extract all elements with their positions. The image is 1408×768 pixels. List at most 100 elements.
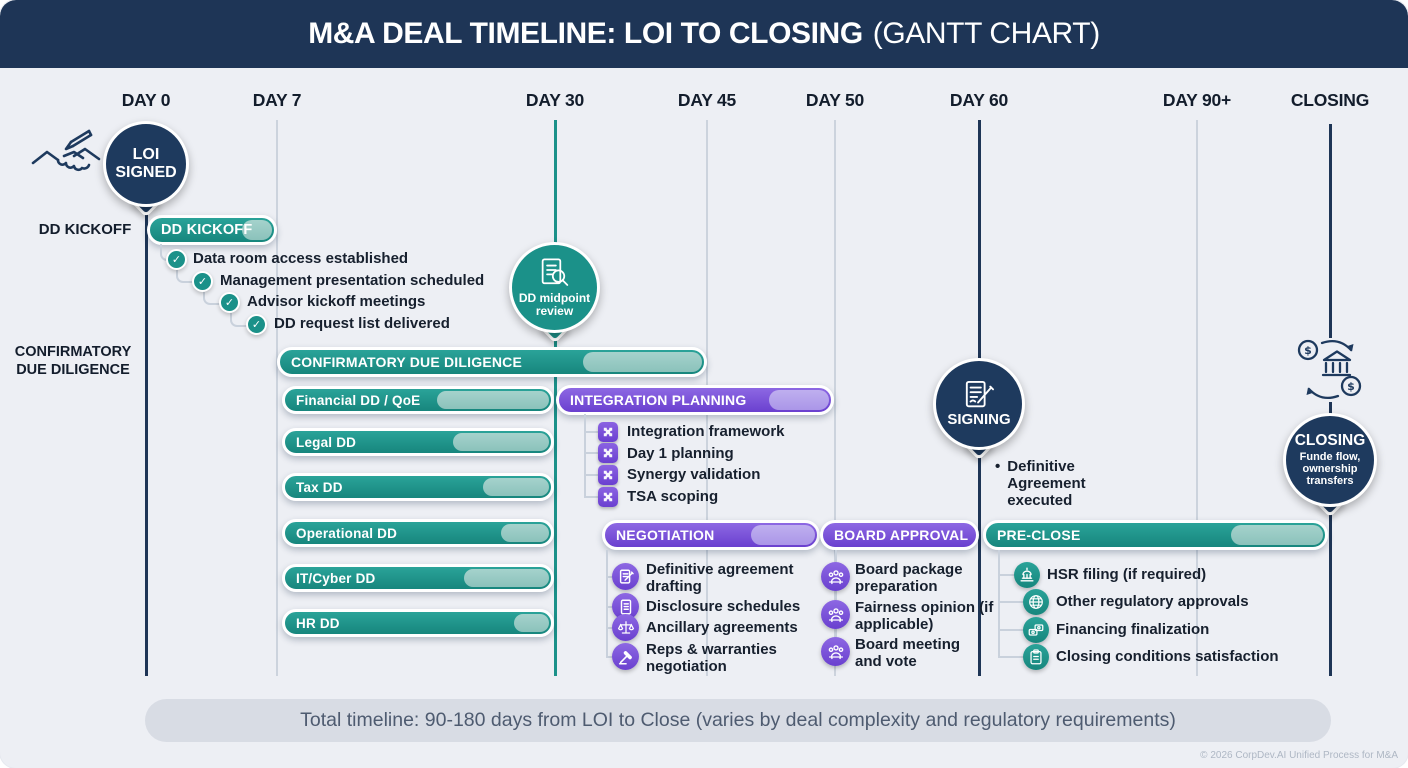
list-item: Ancillary agreements — [646, 619, 798, 636]
bar-tax-dd: Tax DD — [282, 473, 554, 501]
funds-flow-bank-icon: $ $ — [1295, 338, 1365, 402]
page-title: M&A DEAL TIMELINE: LOI TO CLOSING(GANTT … — [308, 17, 1100, 50]
check-icon: ✓ — [246, 314, 267, 335]
pin-body: SIGNING — [933, 358, 1025, 450]
financing-icon — [1023, 617, 1049, 643]
pin-body: LOI SIGNED — [103, 121, 189, 207]
list-item: HSR filing (if required) — [1047, 566, 1207, 583]
document-pen-icon — [965, 380, 994, 407]
boardroom-icon — [821, 562, 850, 591]
connector — [998, 574, 1014, 576]
checklist-item: Data room access established — [193, 250, 409, 267]
checklist-item: Advisor kickoff meetings — [247, 293, 426, 310]
gridline-day30 — [554, 120, 557, 676]
milestone-closing: CLOSING Funde flow, ownership transfers — [1283, 413, 1377, 518]
connector — [230, 313, 248, 327]
list-item: Closing conditions satisfaction — [1056, 648, 1279, 665]
day-label-0: DAY 0 — [121, 90, 171, 110]
day-label-50: DAY 50 — [805, 90, 865, 110]
bar-progress — [453, 433, 549, 451]
list-item: Board package preparation — [855, 561, 963, 595]
bar-progress — [751, 525, 815, 545]
connector — [160, 244, 169, 261]
connector — [584, 452, 600, 454]
milestone-signing: SIGNING — [933, 358, 1025, 461]
connector — [998, 550, 1000, 657]
signing-note: • Definitive Agreement executed — [995, 458, 1086, 510]
puzzle-icon — [598, 443, 618, 463]
connector — [998, 656, 1023, 658]
checklist-clipboard-icon — [1023, 644, 1049, 670]
milestone-loi-signed: LOI SIGNED — [103, 121, 189, 218]
gridline-day50 — [834, 120, 836, 676]
bar-progress — [769, 390, 829, 410]
gavel-icon — [612, 643, 639, 670]
side-label-dd-kickoff: DD KICKOFF — [38, 221, 132, 238]
list-item: Board meeting and vote — [855, 636, 961, 670]
bar-progress — [501, 524, 549, 542]
list-item: Synergy validation — [627, 466, 761, 483]
bar-financial-dd: Financial DD / QoE — [282, 386, 554, 414]
connector — [203, 292, 221, 305]
bar-integration-planning: INTEGRATION PLANNING — [556, 385, 834, 415]
list-item: TSA scoping — [627, 488, 719, 505]
bar-progress — [437, 391, 549, 409]
connector — [584, 414, 586, 497]
milestone-dd-midpoint: DD midpoint review — [509, 242, 600, 344]
list-item: Disclosure schedules — [646, 598, 801, 615]
day-label-60: DAY 60 — [949, 90, 1009, 110]
bullet: • — [995, 458, 1001, 475]
connector — [176, 270, 194, 283]
bar-it-cyber-dd: IT/Cyber DD — [282, 564, 554, 592]
list-item: Day 1 planning — [627, 445, 734, 462]
bar-progress — [242, 220, 272, 240]
bar-progress — [463, 569, 549, 587]
connector — [606, 606, 614, 608]
check-icon: ✓ — [192, 271, 213, 292]
globe-icon — [1023, 589, 1049, 615]
side-label-confirmatory: CONFIRMATORY DUE DILIGENCE — [14, 344, 132, 378]
day-label-closing: CLOSING — [1290, 90, 1370, 110]
gridline-day0 — [145, 198, 148, 676]
pin-body: DD midpoint review — [509, 242, 600, 333]
check-icon: ✓ — [219, 292, 240, 313]
day-label-30: DAY 30 — [525, 90, 585, 110]
list-item: Reps & warranties negotiation — [646, 641, 777, 675]
bar-progress — [1231, 525, 1323, 545]
gridline-day7 — [276, 120, 278, 676]
boardroom-icon — [821, 600, 850, 629]
copyright: © 2026 CorpDev.AI Unified Process for M&… — [1200, 750, 1398, 761]
day-label-90: DAY 90+ — [1162, 90, 1232, 110]
list-item: Definitive agreement drafting — [646, 561, 794, 595]
agreement-drafting-icon — [612, 563, 639, 590]
day-label-7: DAY 7 — [252, 90, 302, 110]
header-bar: M&A DEAL TIMELINE: LOI TO CLOSING(GANTT … — [0, 0, 1408, 68]
pin-body: CLOSING Funde flow, ownership transfers — [1283, 413, 1377, 507]
bar-legal-dd: Legal DD — [282, 428, 554, 456]
bar-confirmatory-dd: CONFIRMATORY DUE DILIGENCE — [277, 347, 707, 377]
connector — [584, 431, 600, 433]
bar-pre-close: PRE-CLOSE — [983, 520, 1328, 550]
connector — [606, 576, 614, 578]
svg-text:$: $ — [1347, 380, 1355, 393]
connector — [606, 550, 608, 658]
list-item: Integration framework — [627, 423, 785, 440]
connector — [584, 496, 600, 498]
puzzle-icon — [598, 422, 618, 442]
puzzle-icon — [598, 487, 618, 507]
day-label-45: DAY 45 — [677, 90, 737, 110]
bar-hr-dd: HR DD — [282, 609, 554, 637]
svg-text:$: $ — [1304, 344, 1312, 357]
bar-negotiation: NEGOTIATION — [602, 520, 820, 550]
capitol-icon — [1014, 562, 1040, 588]
total-timeline-banner: Total timeline: 90-180 days from LOI to … — [145, 699, 1331, 742]
bar-operational-dd: Operational DD — [282, 519, 554, 547]
check-icon: ✓ — [166, 249, 187, 270]
puzzle-icon — [598, 465, 618, 485]
bar-progress — [583, 352, 702, 372]
list-item: Fairness opinion (if applicable) — [855, 599, 994, 633]
bar-board-approval: BOARD APPROVAL — [820, 520, 979, 550]
boardroom-icon — [821, 637, 850, 666]
handshake-signing-icon — [28, 126, 104, 192]
